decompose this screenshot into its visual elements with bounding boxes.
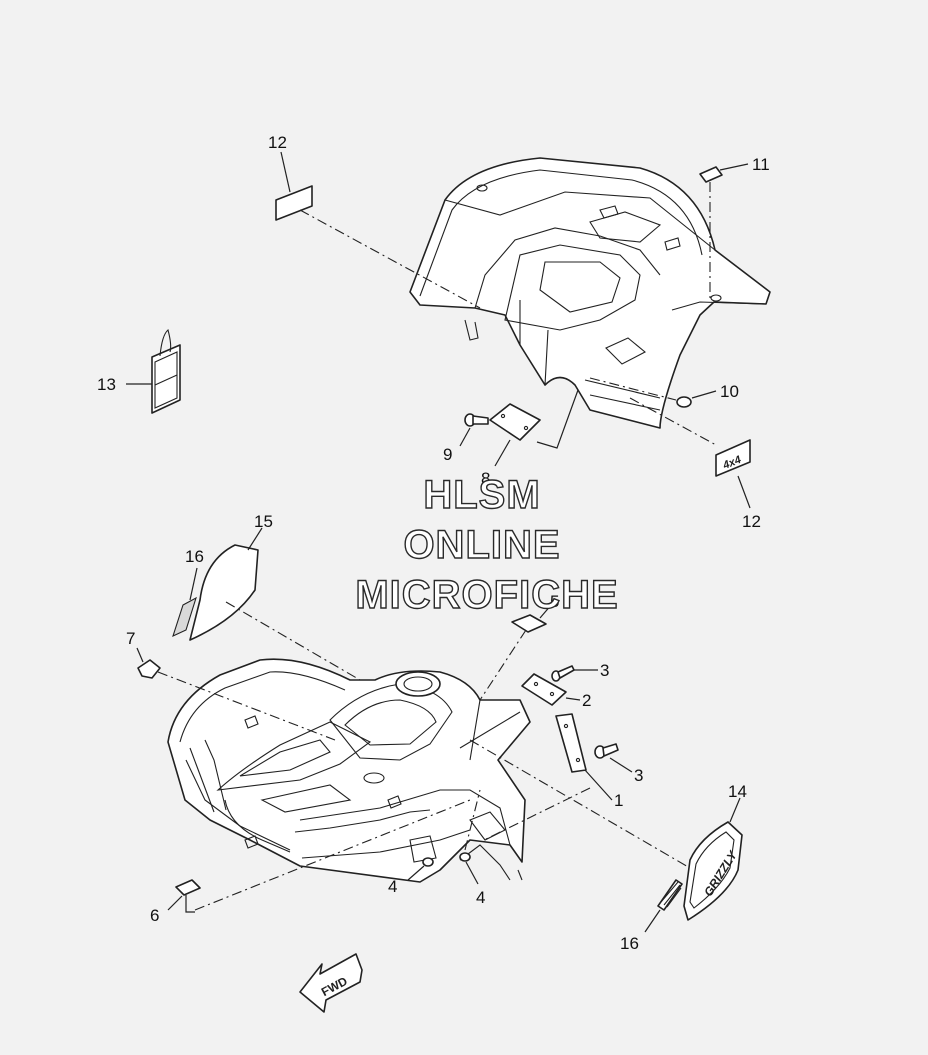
callout-14[interactable]: 14 [728, 782, 747, 801]
callout-16-left[interactable]: 16 [185, 547, 204, 566]
callout-2[interactable]: 2 [582, 691, 591, 710]
emblem-7[interactable] [137, 659, 161, 679]
svg-text:HLSM: HLSM [423, 473, 540, 517]
tag-13[interactable] [151, 329, 181, 414]
rivet-3-upper[interactable] [551, 665, 575, 682]
rivet-3-lower[interactable] [594, 743, 619, 759]
callout-1[interactable]: 1 [614, 791, 623, 810]
decal-15[interactable] [189, 544, 259, 641]
callout-10[interactable]: 10 [720, 382, 739, 401]
callout-4-right[interactable]: 4 [476, 888, 485, 907]
callout-15[interactable]: 15 [254, 512, 273, 531]
callout-13[interactable]: 13 [97, 375, 116, 394]
cover-2[interactable] [521, 673, 567, 706]
callout-6[interactable]: 6 [150, 906, 159, 925]
decal-12-4x4[interactable]: 4x4 [715, 439, 751, 477]
callout-3-lower[interactable]: 3 [634, 766, 643, 785]
decal-11[interactable] [699, 166, 723, 183]
front-fender[interactable] [167, 658, 531, 883]
fwd-arrow-icon: FWD [299, 953, 363, 1013]
callout-5[interactable]: 5 [550, 592, 559, 611]
callout-12-top[interactable]: 12 [268, 133, 287, 152]
rear-fender[interactable] [409, 157, 771, 429]
callout-4-left[interactable]: 4 [388, 877, 397, 896]
rivet-9[interactable] [464, 413, 489, 427]
grommet-10[interactable] [676, 396, 692, 408]
decal-16-right[interactable] [657, 879, 683, 911]
callout-7[interactable]: 7 [126, 629, 135, 648]
plate-1[interactable] [555, 713, 587, 773]
grommet-4-left[interactable] [422, 857, 434, 867]
callout-3-upper[interactable]: 3 [600, 661, 609, 680]
svg-text:ONLINE: ONLINE [403, 523, 560, 567]
decal-6[interactable] [175, 879, 201, 896]
cover-8[interactable] [489, 403, 541, 441]
svg-text:MICROFICHE: MICROFICHE [355, 573, 618, 617]
decal-5[interactable] [511, 614, 547, 633]
watermark: HLSM ONLINE MICROFICHE [355, 472, 619, 617]
callout-16-right[interactable]: 16 [620, 934, 639, 953]
callout-8[interactable]: 8 [481, 469, 490, 488]
grommet-4-right[interactable] [459, 852, 471, 862]
emblem-14[interactable]: GRIZZLY [683, 821, 743, 921]
decal-12-rear-left[interactable] [275, 185, 313, 221]
callout-11[interactable]: 11 [752, 155, 770, 174]
callout-12-bottom[interactable]: 12 [742, 512, 761, 531]
decal-16-left[interactable] [172, 596, 197, 638]
callout-9[interactable]: 9 [443, 445, 452, 464]
